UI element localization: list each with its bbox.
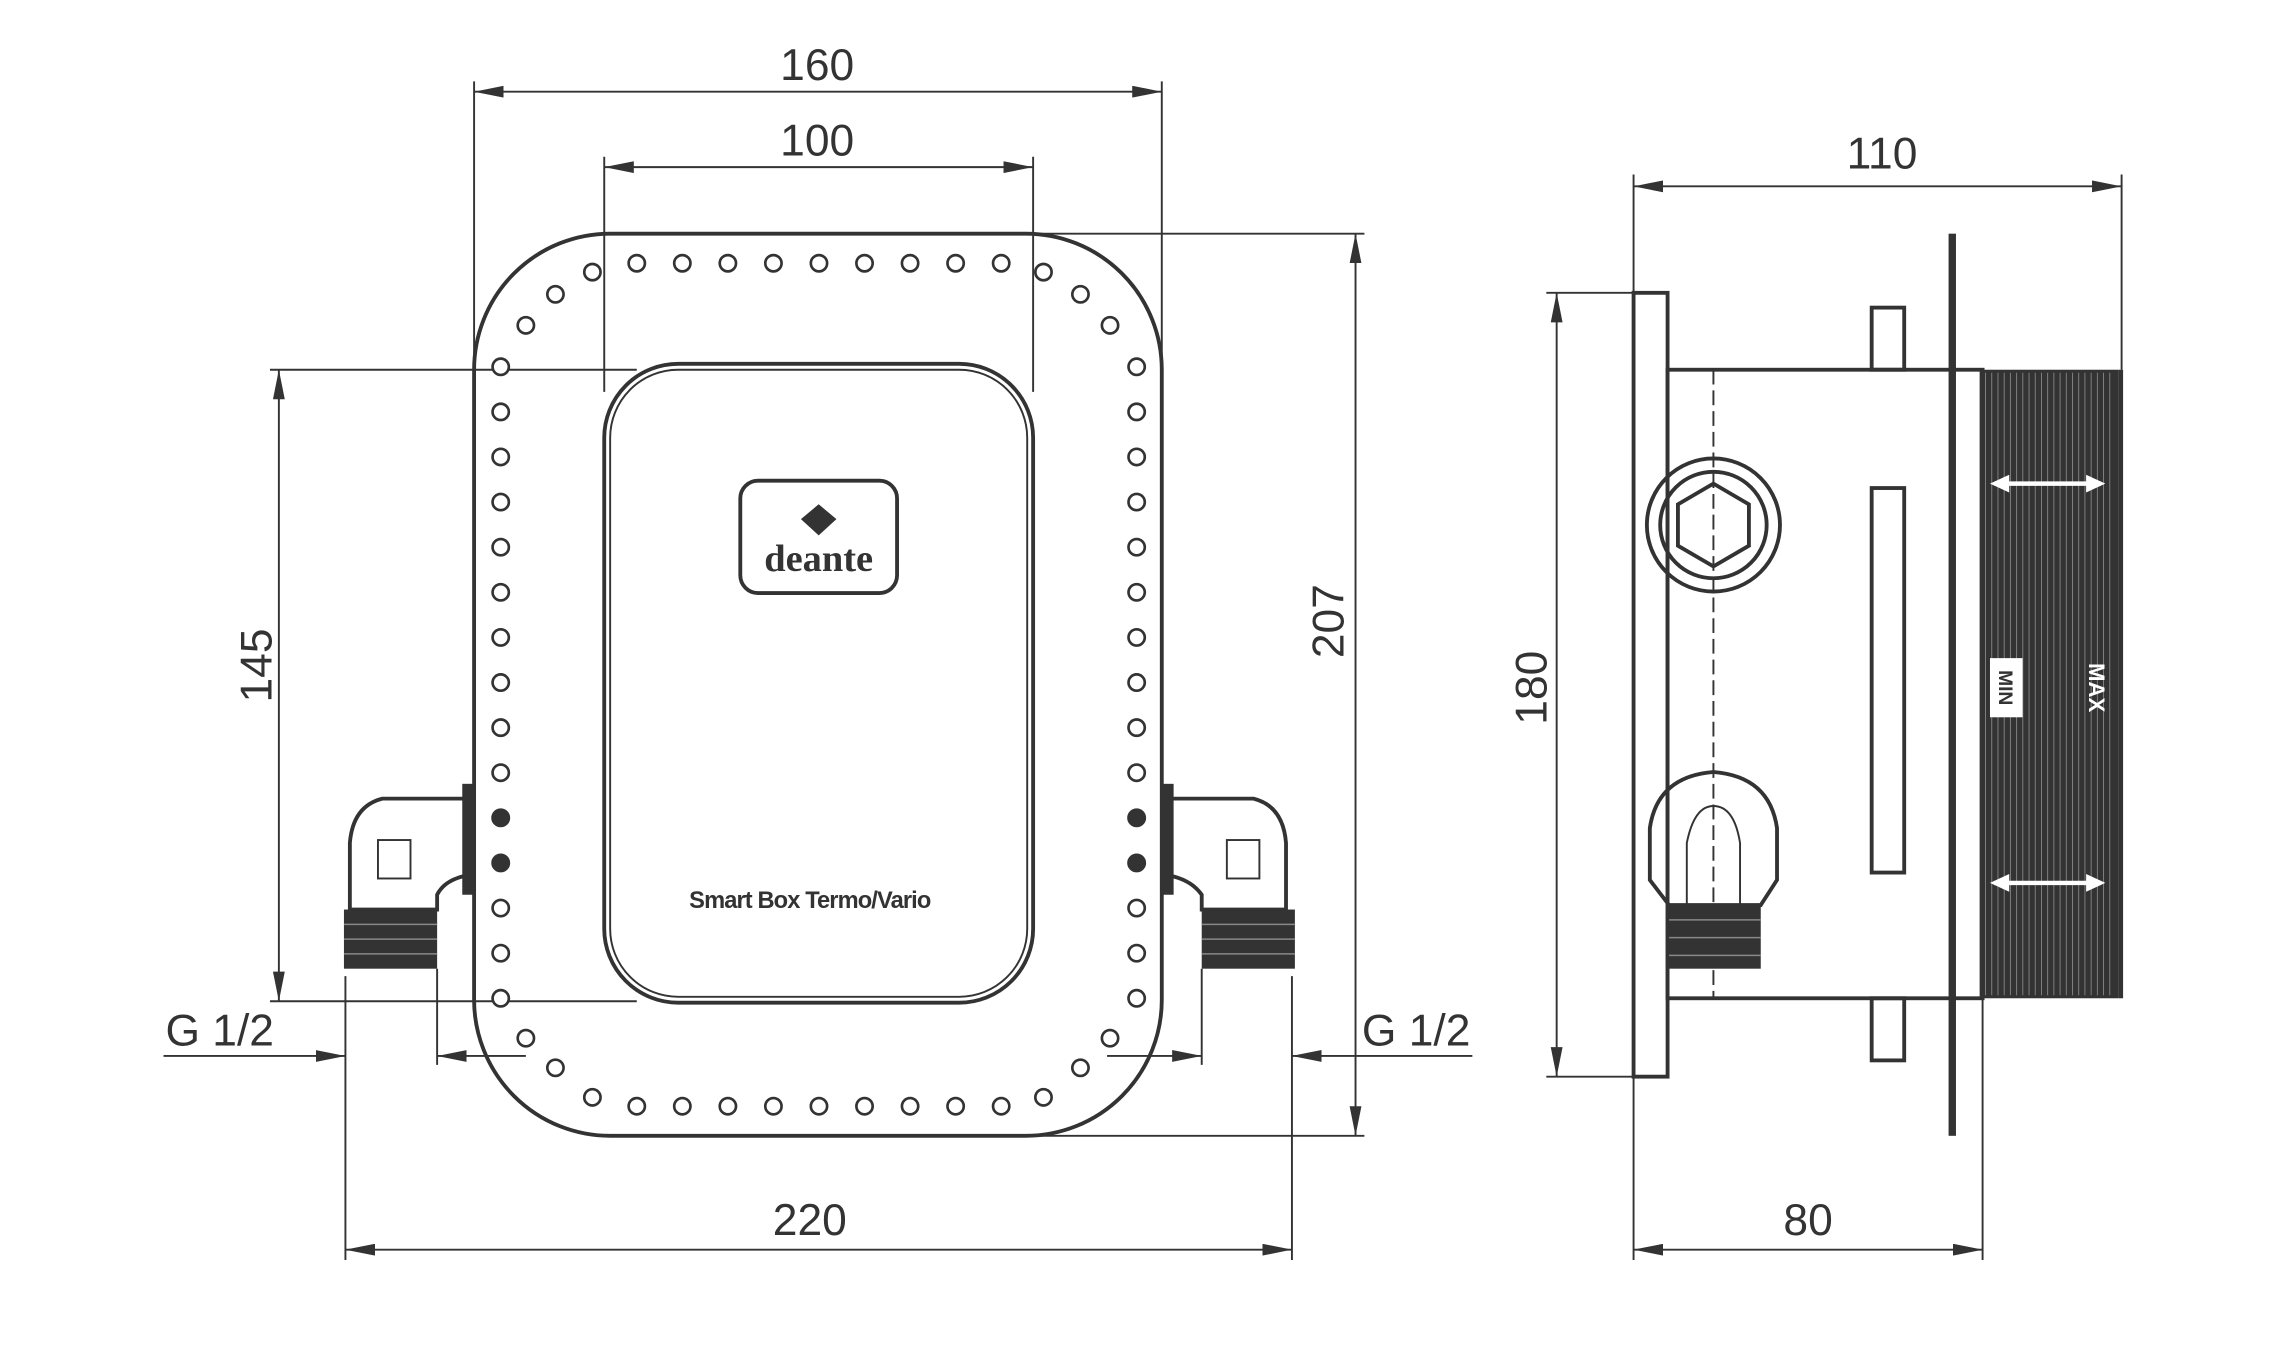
- mounting-hole: [627, 253, 647, 273]
- mounting-hole: [1127, 492, 1147, 512]
- mounting-hole: [491, 492, 511, 512]
- mounting-hole: [491, 673, 511, 692]
- mounting-holes: [491, 253, 1147, 1116]
- mounting-hole: [1127, 943, 1147, 963]
- dimension-160: 160: [473, 41, 1163, 388]
- mounting-hole: [545, 1058, 565, 1078]
- mounting-box-outline: [472, 231, 1164, 1138]
- mounting-hole: [491, 988, 511, 1008]
- mounting-hole: [1127, 447, 1147, 467]
- mounting-hole: [491, 898, 511, 918]
- dimension-label: G 1/2: [165, 1007, 274, 1056]
- mounting-hole: [491, 582, 511, 602]
- mounting-hole: [516, 1028, 536, 1048]
- mounting-hole: [1127, 537, 1147, 557]
- depth-scale: MIN MAX: [1979, 369, 2124, 999]
- dimension-145: 145: [232, 368, 637, 1003]
- mounting-hole: [1127, 582, 1147, 602]
- mounting-hole: [855, 1096, 874, 1116]
- mounting-hole: [491, 853, 511, 873]
- mounting-hole: [672, 1096, 692, 1116]
- mounting-hole: [582, 262, 602, 282]
- left-inlet-fitting: [343, 783, 475, 969]
- mounting-hole: [1127, 988, 1147, 1008]
- mounting-hole: [627, 1096, 647, 1116]
- outlet-nut: [1644, 456, 1782, 594]
- dimension-label: 80: [1783, 1196, 1832, 1245]
- mounting-hole: [672, 253, 692, 273]
- mounting-hole: [1127, 673, 1147, 692]
- dimension-207: 207: [1036, 232, 1365, 1137]
- cover-plate: [602, 361, 1036, 1005]
- mounting-hole: [718, 1096, 738, 1116]
- dimension-thread-left: G 1/2: [163, 968, 526, 1065]
- dimension-100: 100: [603, 116, 1035, 392]
- mounting-hole: [1127, 357, 1147, 377]
- mounting-hole: [946, 1096, 966, 1116]
- mounting-hole: [1070, 1058, 1090, 1078]
- inlet-elbow: [1647, 770, 1779, 969]
- flange-plate: [1631, 290, 1670, 1079]
- mounting-hole: [855, 253, 874, 273]
- mounting-hole: [516, 315, 536, 335]
- mounting-hole: [991, 253, 1011, 273]
- mounting-hole: [763, 253, 783, 273]
- mounting-hole: [491, 447, 511, 467]
- dimension-180: 180: [1507, 291, 1634, 1078]
- dimension-thread-right: G 1/2: [1107, 968, 1473, 1065]
- deante-logo: deante: [738, 478, 899, 595]
- mounting-hole: [491, 943, 511, 963]
- dimension-80: 80: [1632, 998, 1984, 1261]
- mounting-hole: [491, 763, 511, 783]
- max-label: MAX: [2084, 663, 2109, 712]
- mounting-hole: [1127, 763, 1147, 783]
- mounting-hole: [1127, 718, 1147, 738]
- dimension-label: 145: [232, 629, 281, 703]
- logo-text: deante: [764, 538, 873, 580]
- dimension-label: 207: [1305, 584, 1354, 658]
- mounting-hole: [491, 537, 511, 557]
- mounting-hole: [900, 1096, 920, 1116]
- mounting-hole: [491, 627, 511, 647]
- mounting-hole: [1100, 1028, 1120, 1048]
- mounting-hole: [582, 1087, 602, 1107]
- mounting-hole: [946, 253, 966, 273]
- right-inlet-fitting: [1161, 783, 1295, 969]
- dimension-label: 180: [1507, 651, 1556, 725]
- dimension-220: 220: [344, 976, 1293, 1261]
- dimension-label: G 1/2: [1362, 1007, 1471, 1056]
- mounting-hole: [491, 718, 511, 738]
- dimension-110: 110: [1632, 130, 2123, 370]
- cover-plate-edge: [1948, 233, 1956, 1136]
- mounting-hole: [491, 357, 511, 377]
- mounting-hole: [1100, 315, 1120, 335]
- min-label: MIN: [1994, 670, 2015, 705]
- mounting-hole: [991, 1096, 1011, 1116]
- side-view: 110 180 80 MIN MAX: [1507, 130, 2124, 1261]
- mounting-hole: [1034, 262, 1053, 282]
- mounting-hole: [718, 253, 738, 273]
- mounting-hole: [1127, 402, 1147, 422]
- mounting-hole: [1034, 1087, 1053, 1107]
- mounting-hole: [491, 808, 511, 828]
- dimension-label: 220: [773, 1196, 847, 1245]
- dimension-label: 110: [1847, 130, 1918, 179]
- mounting-hole: [900, 253, 920, 273]
- dimension-label: 160: [780, 41, 854, 90]
- product-label: Smart Box Termo/Vario: [689, 888, 931, 914]
- mounting-hole: [1127, 808, 1147, 828]
- mounting-hole: [545, 284, 565, 304]
- mounting-hole: [809, 253, 829, 273]
- mounting-hole: [1127, 627, 1147, 647]
- mounting-hole: [1127, 898, 1147, 918]
- mounting-hole: [809, 1096, 829, 1116]
- front-view: 160 100 207 145 220 G 1/2 G 1/2 deante: [163, 41, 1473, 1261]
- dimension-label: 100: [780, 116, 854, 165]
- mounting-hole: [763, 1096, 783, 1116]
- mounting-hole: [491, 402, 511, 422]
- mounting-hole: [1127, 853, 1147, 873]
- slot: [1869, 486, 1907, 875]
- mounting-hole: [1070, 284, 1090, 304]
